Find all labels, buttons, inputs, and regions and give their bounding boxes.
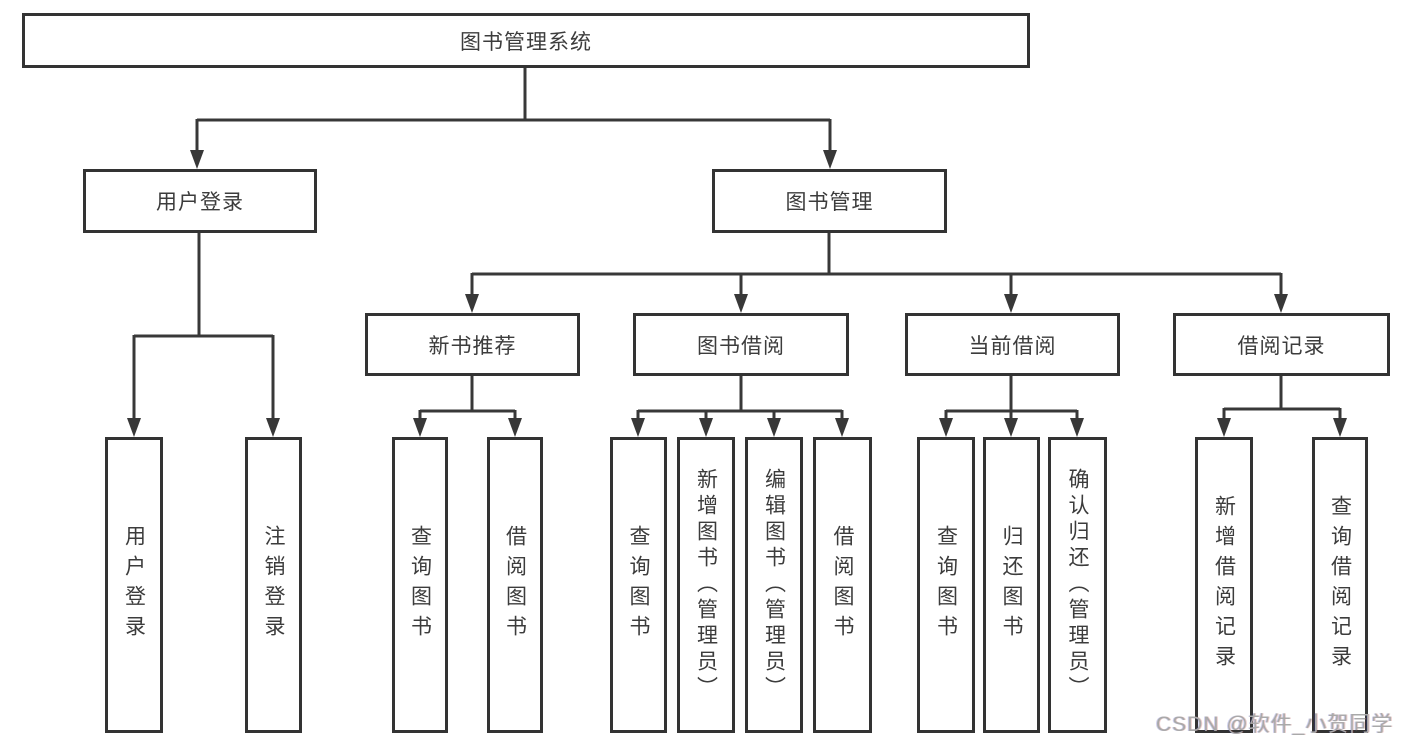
node-leaf-edit-books-admin-label: 编辑图书（管理员） bbox=[762, 468, 786, 702]
node-book-borrowing-label: 图书借阅 bbox=[697, 334, 785, 358]
node-leaf-return-books-label: 归还图书 bbox=[1000, 525, 1023, 645]
node-leaf-query-books-2-label: 查询图书 bbox=[627, 525, 650, 645]
node-new-book-recommend-label: 新书推荐 bbox=[428, 334, 517, 358]
node-leaf-query-borrow-record: 查询借阅记录 bbox=[1312, 437, 1368, 733]
node-new-book-recommend: 新书推荐 bbox=[365, 313, 580, 376]
node-leaf-logout: 注销登录 bbox=[245, 437, 302, 733]
node-leaf-user-login: 用户登录 bbox=[105, 437, 163, 733]
node-book-borrowing: 图书借阅 bbox=[633, 313, 849, 376]
node-leaf-add-borrow-record: 新增借阅记录 bbox=[1195, 437, 1253, 733]
node-leaf-add-borrow-record-label: 新增借阅记录 bbox=[1212, 495, 1236, 675]
node-current-borrowing-label: 当前借阅 bbox=[968, 334, 1057, 358]
node-leaf-confirm-return-admin-label: 确认归还（管理员） bbox=[1066, 468, 1089, 702]
node-leaf-query-books-1-label: 查询图书 bbox=[408, 525, 432, 645]
node-leaf-query-borrow-record-label: 查询借阅记录 bbox=[1328, 495, 1352, 675]
node-leaf-return-books: 归还图书 bbox=[983, 437, 1040, 733]
node-current-borrowing: 当前借阅 bbox=[905, 313, 1120, 376]
node-leaf-confirm-return-admin: 确认归还（管理员） bbox=[1048, 437, 1107, 733]
node-leaf-borrow-books-2-label: 借阅图书 bbox=[831, 525, 854, 645]
node-leaf-borrow-books-1-label: 借阅图书 bbox=[503, 525, 527, 645]
watermark: CSDN @软件_小贺同学 bbox=[1156, 713, 1394, 736]
node-root: 图书管理系统 bbox=[22, 13, 1030, 68]
node-leaf-query-books-3-label: 查询图书 bbox=[934, 525, 958, 645]
node-borrowing-records: 借阅记录 bbox=[1173, 313, 1390, 376]
node-leaf-borrow-books-1: 借阅图书 bbox=[487, 437, 543, 733]
node-book-management: 图书管理 bbox=[712, 169, 947, 233]
node-user-login-label: 用户登录 bbox=[156, 191, 244, 214]
node-user-login: 用户登录 bbox=[83, 169, 317, 233]
node-leaf-query-books-2: 查询图书 bbox=[610, 437, 667, 733]
node-leaf-logout-label: 注销登录 bbox=[262, 525, 285, 645]
node-leaf-add-books-admin-label: 新增图书（管理员） bbox=[694, 468, 718, 702]
node-borrowing-records-label: 借阅记录 bbox=[1237, 334, 1326, 358]
node-leaf-edit-books-admin: 编辑图书（管理员） bbox=[745, 437, 803, 733]
node-leaf-borrow-books-2: 借阅图书 bbox=[813, 437, 872, 733]
node-leaf-user-login-label: 用户登录 bbox=[122, 525, 146, 645]
node-leaf-query-books-3: 查询图书 bbox=[917, 437, 975, 733]
node-leaf-add-books-admin: 新增图书（管理员） bbox=[677, 437, 735, 733]
node-root-label: 图书管理系统 bbox=[460, 30, 592, 54]
node-leaf-query-books-1: 查询图书 bbox=[392, 437, 448, 733]
node-book-management-label: 图书管理 bbox=[785, 191, 874, 214]
